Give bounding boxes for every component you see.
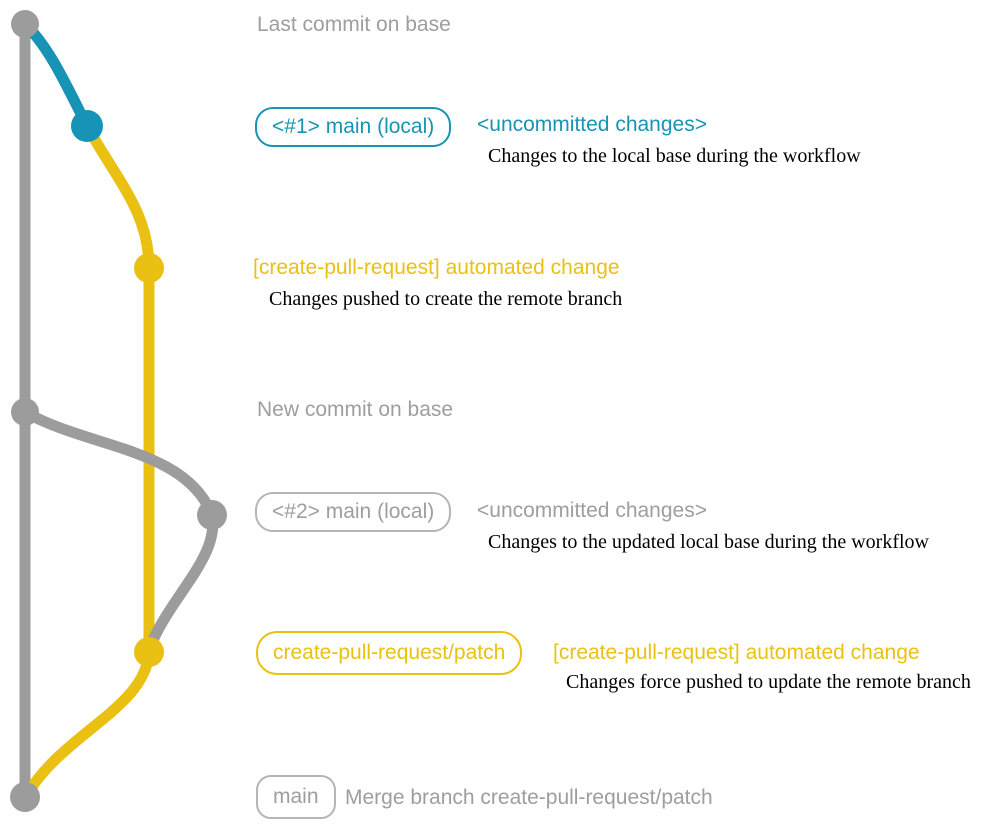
title-uncommitted-changes-2: <uncommitted changes>	[477, 499, 707, 522]
commit-node-main-local-2	[197, 500, 227, 530]
local-main-branch-curve	[19, 18, 93, 132]
commit-node-merge	[10, 782, 40, 812]
title-automated-change-2: [create-pull-request] automated change	[553, 641, 920, 664]
desc-pushed-create-remote: Changes pushed to create the remote bran…	[269, 288, 623, 310]
commit-node-new-base	[11, 398, 39, 426]
badge-create-pull-request-patch: create-pull-request/patch	[256, 631, 523, 675]
badge-main: main	[256, 775, 336, 819]
git-graph	[10, 10, 227, 812]
commit-node-patch-1	[134, 253, 164, 283]
badge-main-local-2: <#2> main (local)	[255, 492, 452, 532]
title-merge-branch: Merge branch create-pull-request/patch	[345, 786, 713, 809]
badge-main-local-1: <#1> main (local)	[255, 107, 452, 147]
title-uncommitted-changes-1: <uncommitted changes>	[477, 113, 707, 136]
desc-local-base-changes: Changes to the local base during the wor…	[488, 145, 861, 167]
patch-merge-curve	[21, 646, 155, 801]
desc-force-pushed-update-remote: Changes force pushed to update the remot…	[566, 671, 971, 693]
force-push-curve	[143, 509, 219, 656]
commit-node-main-local-1	[71, 110, 103, 142]
title-automated-change-1: [create-pull-request] automated change	[253, 256, 620, 279]
updated-local-branch-curve	[19, 406, 218, 521]
desc-updated-local-base-changes: Changes to the updated local base during…	[488, 531, 929, 553]
commit-node-last-base	[11, 10, 39, 38]
commit-node-patch-2	[134, 637, 164, 667]
patch-branch-line	[81, 120, 155, 658]
label-new-commit-on-base: New commit on base	[257, 398, 454, 421]
label-last-commit-on-base: Last commit on base	[257, 13, 451, 36]
